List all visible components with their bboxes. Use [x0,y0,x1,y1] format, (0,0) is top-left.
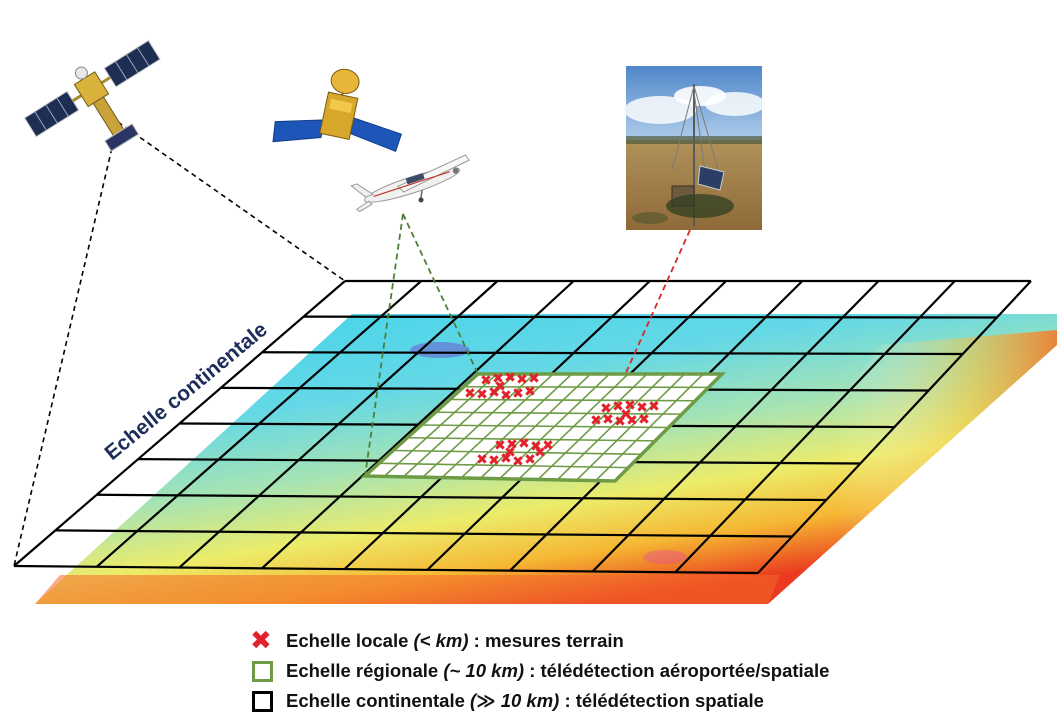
grid-line [262,351,963,356]
satellite-icon [272,68,402,153]
measurement-cross-icon: ✖ [624,398,636,414]
grid-line [13,564,759,575]
legend-local: ✖ Echelle locale (< km) : mesures terrai… [248,626,1048,656]
grid-line [379,462,629,469]
grid-line [435,411,682,415]
map-dark-patch [643,550,687,564]
measurement-cross-icon: ✖ [648,399,660,415]
measurement-cross-icon: ✖ [600,401,612,417]
grid-line [421,424,669,429]
legend: ✖ Echelle locale (< km) : mesures terrai… [248,626,1048,716]
measurement-cross-icon: ✖ [518,436,530,452]
measurement-cross-icon: ✖ [504,445,516,461]
measurement-cross-icon: ✖ [494,438,506,454]
measurement-cross-icon: ✖ [494,379,506,395]
measurement-cross-icon: ✖ [512,386,524,402]
grid-line [463,385,709,389]
measurement-cross-icon: ✖ [620,407,632,423]
legend-regional: Echelle régionale (~ 10 km) : télédétect… [248,656,1048,686]
regional-grid-border [360,372,727,483]
measurement-cross-icon: ✖ [464,386,476,402]
legend-continental-text: Echelle continentale (≫ 10 km) : télédét… [286,690,764,711]
black-square-icon [248,689,278,713]
measurement-cross-icon: ✖ [504,370,516,386]
continental-grid [13,279,1032,575]
legend-local-text: Echelle locale (< km) : mesures terrain [286,630,624,651]
satellite-footprint-line [117,121,346,282]
grid-line [96,493,827,502]
red-cross-icon: ✖ [250,625,272,655]
map-hot-zone-south [35,575,780,604]
measurement-cross-icon: ✖ [500,388,512,404]
measurement-cross-icon: ✖ [488,453,500,469]
aircraft-icon [350,154,470,213]
satellite-footprint-line [13,121,119,567]
measurement-cross-icon: ✖ [602,412,614,428]
measurement-cross-icon: ✖ [528,371,540,387]
field-measurements: ✖✖✖✖✖✖✖✖✖✖✖✖✖✖✖✖✖✖✖✖✖✖✖✖✖✖✖✖✖✖✖✖✖✖✖ [464,370,660,470]
measurement-cross-icon: ✖ [476,387,488,403]
field-station-photo [624,66,765,230]
measurement-cross-icon: ✖ [534,445,546,461]
measurement-cross-icon: ✖ [612,399,624,415]
measurement-cross-icon: ✖ [626,413,638,429]
measurement-cross-icon: ✖ [506,437,518,453]
measurement-cross-icon: ✖ [614,414,626,430]
measurement-cross-icon: ✖ [500,451,512,467]
measurement-cross-icon: ✖ [542,438,554,454]
grid-line [449,398,696,402]
green-square-icon [248,659,278,683]
satellite-icon [23,39,161,152]
map-dark-patch [410,342,470,358]
measurement-cross-icon: ✖ [524,452,536,468]
regional-grid [379,373,709,482]
measurement-cross-icon: ✖ [480,373,492,389]
measurement-cross-icon: ✖ [488,385,500,401]
measurement-cross-icon: ✖ [590,413,602,429]
legend-regional-text: Echelle régionale (~ 10 km) : télédétect… [286,660,830,681]
aircraft-footprint-line [364,213,404,477]
measurement-cross-icon: ✖ [530,439,542,455]
measurement-cross-icon: ✖ [516,372,528,388]
grid-line [393,449,642,456]
measurement-cross-icon: ✖ [476,452,488,468]
measurement-cross-icon: ✖ [492,371,504,387]
measurement-cross-icon: ✖ [512,454,524,470]
grid-line [55,529,793,538]
grid-line [407,436,656,442]
measurement-cross-icon: ✖ [636,400,648,416]
measurement-cross-icon: ✖ [638,412,650,428]
measurement-cross-icon: ✖ [524,384,536,400]
legend-continental: Echelle continentale (≫ 10 km) : télédét… [248,686,1048,716]
